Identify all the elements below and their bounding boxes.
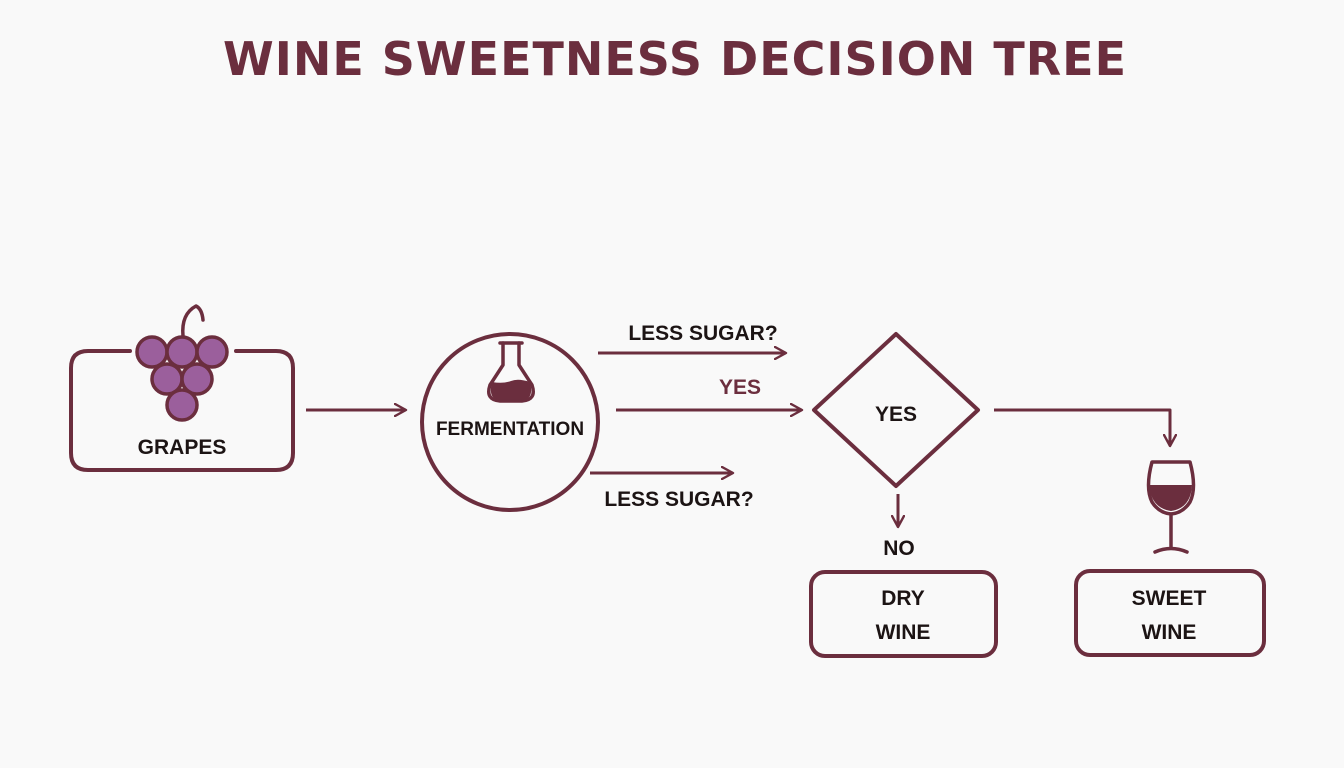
arrow-to-sweet-wine <box>994 408 1170 446</box>
middle-edge-label: YES <box>719 376 761 399</box>
flask-icon <box>487 341 535 403</box>
decision-label: YES <box>875 403 917 426</box>
grapes-node: GRAPES <box>69 304 295 472</box>
sweet-wine-line1: SWEET <box>1132 587 1207 610</box>
no-edge-label: NO <box>883 537 915 560</box>
dry-wine-line2: WINE <box>876 621 931 644</box>
sweet-wine-line2: WINE <box>1142 621 1197 644</box>
fermentation-label: FERMENTATION <box>436 419 584 440</box>
dry-wine-line1: DRY <box>881 587 925 610</box>
diagram-title: WINE SWEETNESS DECISION TREE <box>223 32 1127 86</box>
dry-wine-node: DRY WINE <box>809 570 998 658</box>
lower-edge-label: LESS SUGAR? <box>604 488 753 511</box>
upper-edge-label: LESS SUGAR? <box>628 322 777 345</box>
wine-glass-icon <box>1146 460 1196 554</box>
decision-diamond: YES <box>812 332 980 488</box>
grapes-icon <box>135 304 229 422</box>
fermentation-node: FERMENTATION <box>420 332 600 512</box>
sweet-wine-node: SWEET WINE <box>1074 569 1266 657</box>
grapes-label: GRAPES <box>138 436 227 459</box>
